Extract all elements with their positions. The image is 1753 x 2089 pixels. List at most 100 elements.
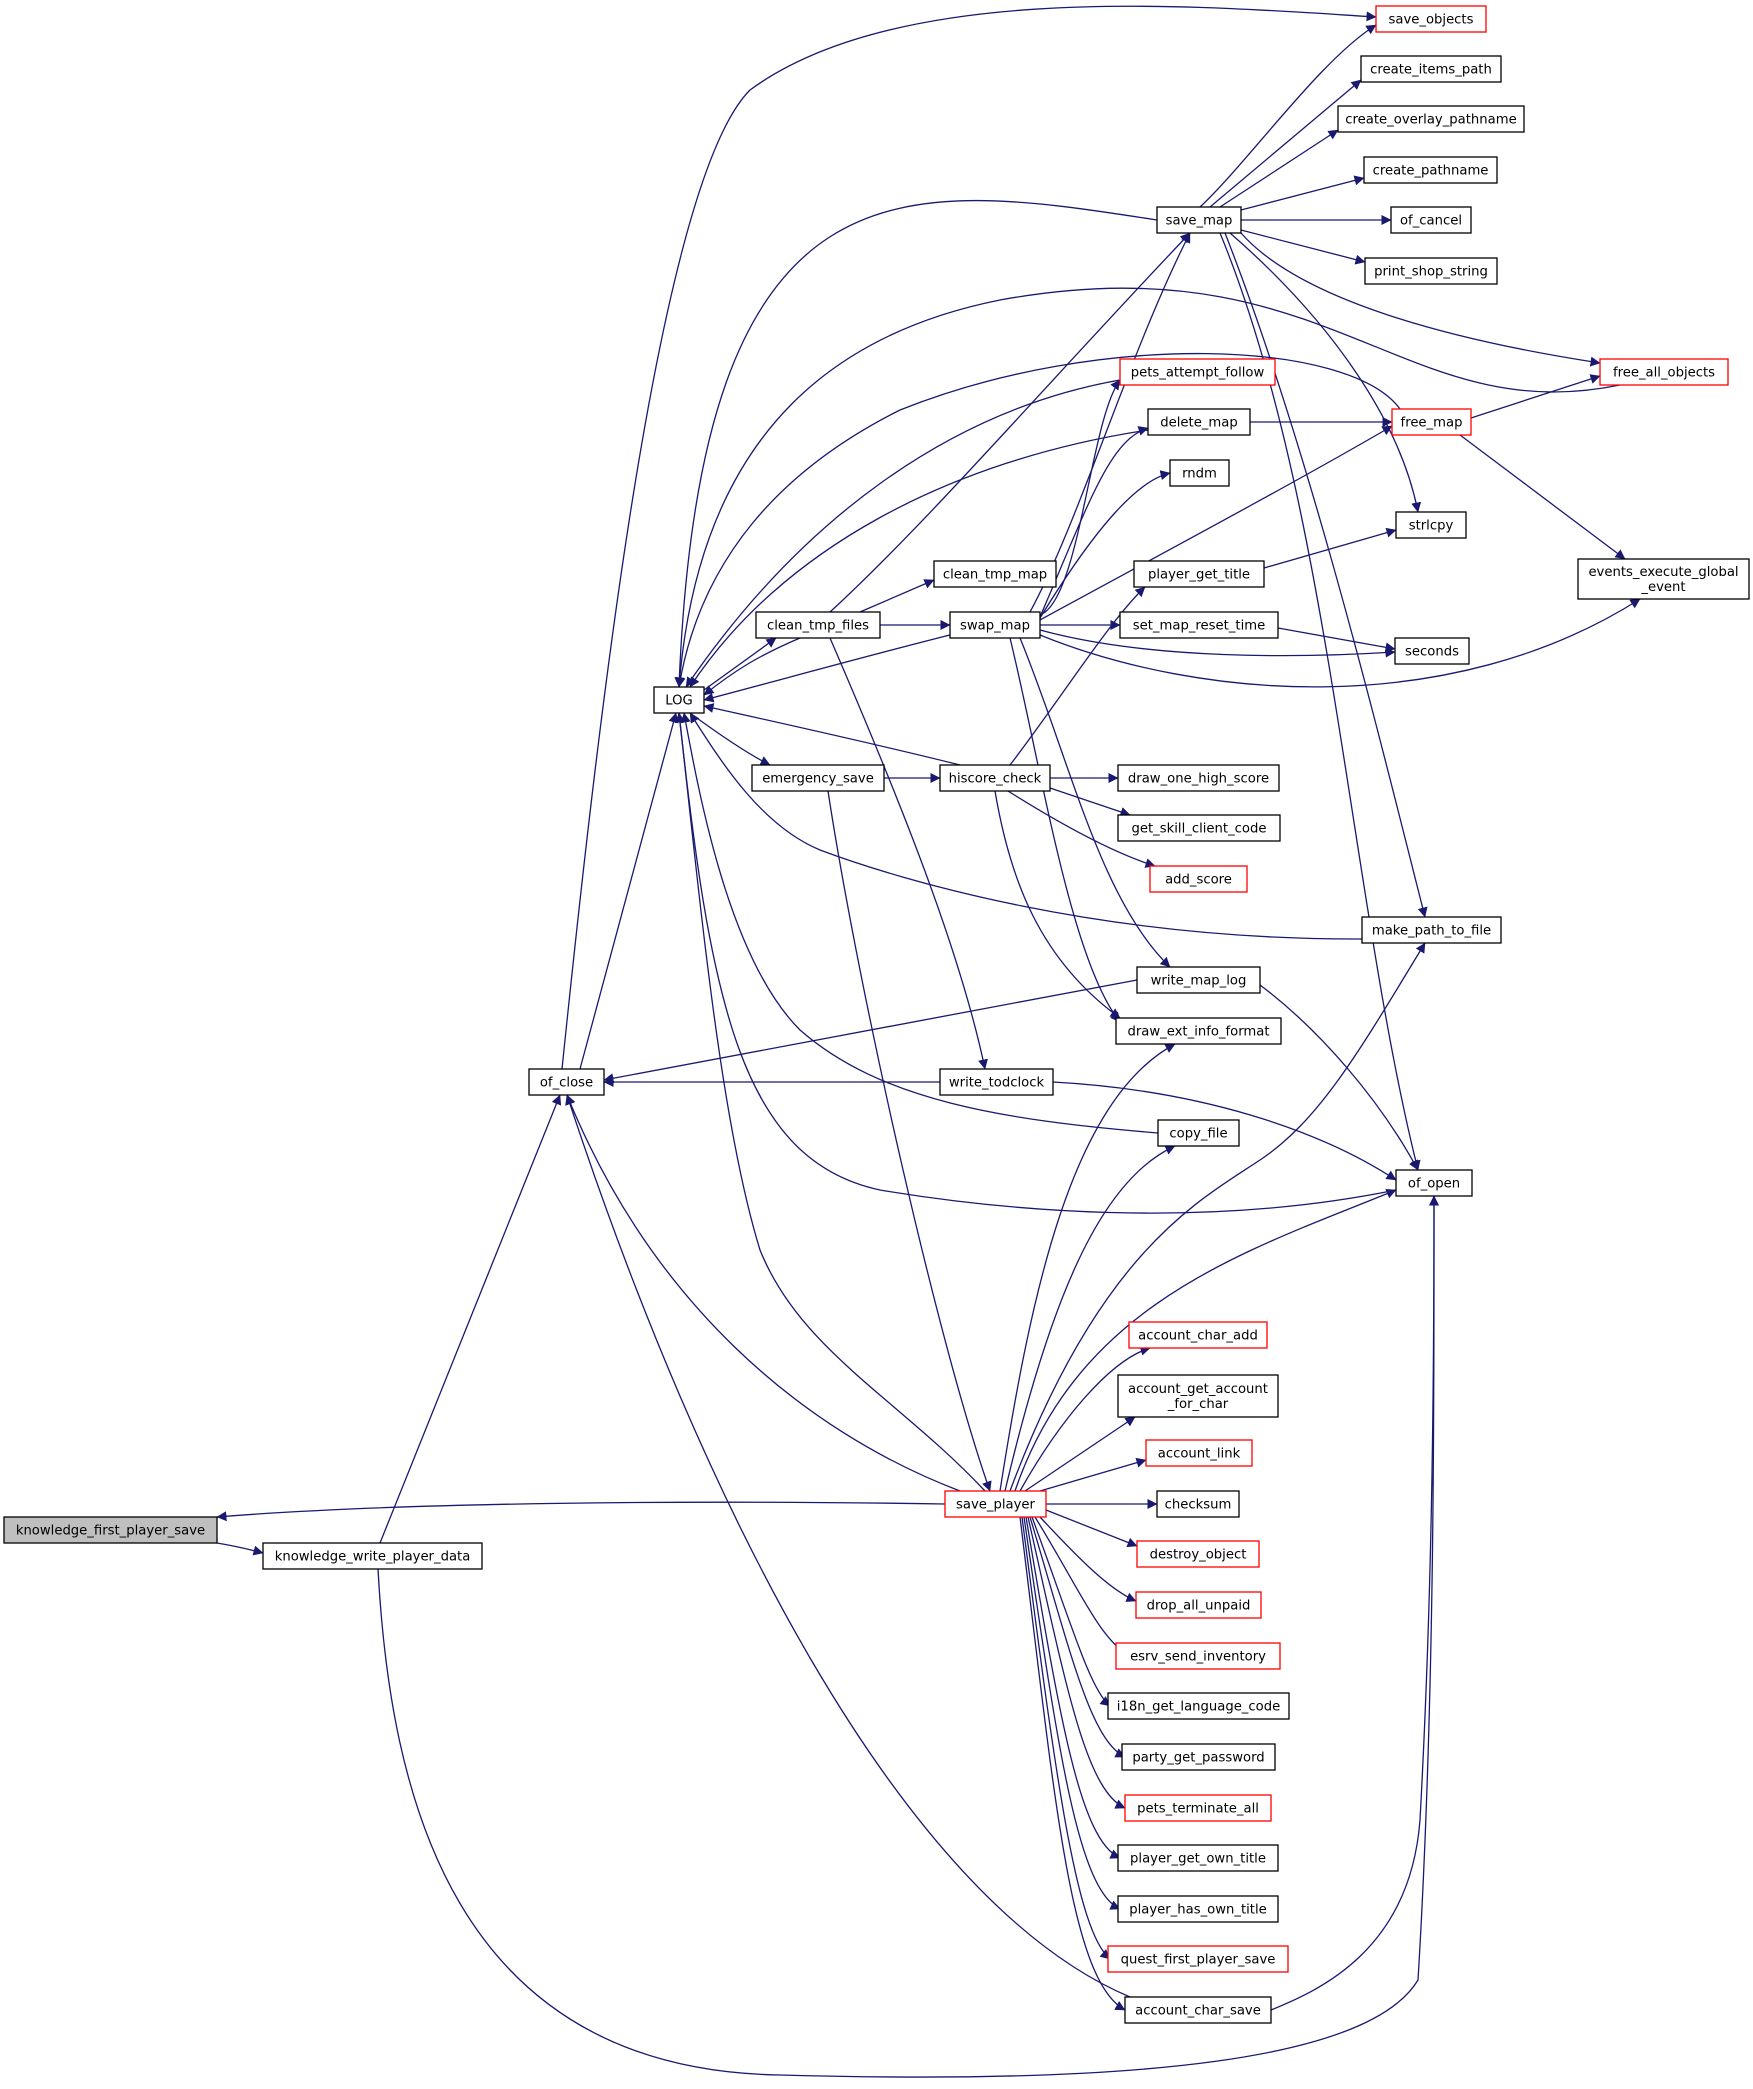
edge-save_player-to-quest_first_player_save: [1021, 1516, 1111, 1960]
node-save-map[interactable]: save_map: [1156, 206, 1242, 234]
node-set-map-reset-time[interactable]: set_map_reset_time: [1119, 611, 1279, 639]
edge-emergency_save-to-save_player: [827, 790, 992, 1492]
node-free-all-objects[interactable]: free_all_objects: [1599, 358, 1729, 386]
edge-account_char_save-to-of_open: [1270, 1195, 1439, 2011]
edge-save_player-to-player_has_own_title: [1023, 1516, 1121, 1910]
node-write-map-log[interactable]: write_map_log: [1136, 966, 1261, 994]
edge-knowledge_first_player_save-to-knowledge_write_player_data: [216, 1542, 264, 1556]
node-label: player_get_title: [1148, 568, 1250, 583]
edge-of_close-to-LOG: [579, 712, 679, 1070]
node-label: checksum: [1165, 1498, 1232, 1513]
edge-save_player-to-copy_file: [1004, 1145, 1176, 1492]
node-rndm[interactable]: rndm: [1169, 459, 1230, 487]
edge-pets_attempt_follow-to-LOG: [685, 379, 1121, 688]
node-label: player_get_own_title: [1130, 1852, 1266, 1867]
edge-free_map-to-events_execute_global_event: [1459, 434, 1626, 560]
node-of-open[interactable]: of_open: [1395, 1169, 1473, 1197]
node-label: create_items_path: [1370, 63, 1492, 78]
edge-clean_tmp_files-to-clean_tmp_map: [859, 579, 935, 613]
node-free-map[interactable]: free_map: [1391, 408, 1472, 436]
node-account-char-add[interactable]: account_char_add: [1128, 1321, 1268, 1349]
edge-hiscore_check-to-player_get_title: [1009, 586, 1146, 766]
node-create-pathname[interactable]: create_pathname: [1363, 156, 1498, 184]
node-party-get-password[interactable]: party_get_password: [1121, 1743, 1276, 1771]
edge-save_player-to-knowledge_first_player_save: [216, 1501, 946, 1522]
node-player-get-title[interactable]: player_get_title: [1133, 560, 1265, 588]
edge-save_map-to-free_all_objects: [1240, 232, 1601, 367]
node-label: account_get_account: [1128, 1382, 1268, 1397]
node-events-execute-global-event[interactable]: events_execute_global_event: [1577, 558, 1750, 600]
node-make-path-to-file[interactable]: make_path_to_file: [1361, 916, 1502, 944]
node-knowledge-write-player-data[interactable]: knowledge_write_player_data: [262, 1542, 483, 1570]
edge-save_player-to-LOG: [675, 712, 986, 1492]
node-label: make_path_to_file: [1372, 924, 1491, 939]
node-create-items-path[interactable]: create_items_path: [1360, 55, 1502, 83]
edge-save_player-to-make_path_to_file: [1009, 942, 1426, 1492]
node-clean-tmp-files[interactable]: clean_tmp_files: [755, 611, 881, 639]
node-pets-attempt-follow[interactable]: pets_attempt_follow: [1119, 358, 1276, 386]
edge-swap_map-to-LOG: [703, 634, 951, 703]
node-label: clean_tmp_files: [767, 619, 869, 634]
node-label: of_close: [540, 1076, 593, 1091]
edge-save_player-to-account_get_account_for_char: [1024, 1416, 1136, 1492]
node-draw-one-high-score[interactable]: draw_one_high_score: [1117, 764, 1280, 792]
node-drop-all-unpaid[interactable]: drop_all_unpaid: [1135, 1591, 1262, 1619]
node-get-skill-client-code[interactable]: get_skill_client_code: [1117, 814, 1281, 842]
node-pets-terminate-all[interactable]: pets_terminate_all: [1124, 1794, 1272, 1822]
node-quest-first-player-save[interactable]: quest_first_player_save: [1107, 1945, 1289, 1973]
node-save-player[interactable]: save_player: [944, 1490, 1047, 1518]
node-of-cancel[interactable]: of_cancel: [1390, 206, 1472, 234]
node-hiscore-check[interactable]: hiscore_check: [939, 764, 1051, 792]
node-seconds[interactable]: seconds: [1394, 637, 1470, 665]
node-draw-ext-info-format[interactable]: draw_ext_info_format: [1115, 1017, 1282, 1045]
edge-hiscore_check-to-draw_ext_info_format: [994, 790, 1121, 1019]
edge-save_map-to-create_items_path: [1209, 79, 1362, 208]
node-label: draw_ext_info_format: [1127, 1025, 1269, 1040]
node-label: copy_file: [1169, 1127, 1227, 1142]
edge-write_map_log-to-of_close: [603, 979, 1138, 1084]
node-copy-file[interactable]: copy_file: [1157, 1119, 1240, 1147]
node-checksum[interactable]: checksum: [1156, 1490, 1240, 1518]
node-delete-map[interactable]: delete_map: [1147, 408, 1251, 436]
edge-save_player-to-account_link: [1039, 1457, 1147, 1492]
edge-swap_map-to-seconds: [1039, 629, 1396, 658]
node-of-close[interactable]: of_close: [528, 1068, 605, 1096]
node-label: swap_map: [960, 619, 1030, 634]
node-print-shop-string[interactable]: print_shop_string: [1364, 257, 1498, 285]
node-strlcpy[interactable]: strlcpy: [1395, 511, 1467, 539]
node-account-char-save[interactable]: account_char_save: [1124, 1996, 1272, 2024]
node-label: destroy_object: [1150, 1548, 1247, 1563]
node-emergency-save[interactable]: emergency_save: [751, 764, 885, 792]
node-label: account_char_add: [1138, 1329, 1258, 1344]
node-label: of_cancel: [1400, 214, 1462, 229]
edge-clean_tmp_files-to-save_map: [829, 232, 1191, 613]
node-label: delete_map: [1160, 416, 1237, 431]
edge-save_map-to-print_shop_string: [1240, 229, 1366, 265]
node-create-overlay-pathname[interactable]: create_overlay_pathname: [1337, 105, 1525, 133]
node-player-get-own-title[interactable]: player_get_own_title: [1117, 1844, 1279, 1872]
node-account-get-account-for-char[interactable]: account_get_account_for_char: [1117, 1374, 1279, 1418]
node-knowledge-first-player-save[interactable]: knowledge_first_player_save: [3, 1516, 218, 1544]
node-i18n-get-language-code[interactable]: i18n_get_language_code: [1107, 1692, 1290, 1720]
node-account-link[interactable]: account_link: [1145, 1439, 1253, 1467]
node-label: hiscore_check: [949, 772, 1042, 787]
edge-set_map_reset_time-to-seconds: [1277, 627, 1396, 653]
node-clean-tmp-map[interactable]: clean_tmp_map: [933, 560, 1057, 588]
node-label: i18n_get_language_code: [1117, 1700, 1280, 1715]
edge-of_open-to-LOG: [675, 712, 1397, 1214]
node-swap-map[interactable]: swap_map: [949, 611, 1041, 639]
edge-save_map-to-of_open: [1219, 232, 1421, 1171]
node-label: save_map: [1166, 214, 1233, 229]
node-label: pets_attempt_follow: [1131, 366, 1265, 381]
edge-player_get_title-to-strlcpy: [1263, 527, 1397, 569]
edge-of_close-to-save_objects: [561, 5, 1377, 1070]
edge-save_map-to-strlcpy: [1229, 232, 1422, 513]
node-player-has-own-title[interactable]: player_has_own_title: [1117, 1895, 1279, 1923]
node-destroy-object[interactable]: destroy_object: [1136, 1540, 1260, 1568]
node-esrv-send-inventory[interactable]: esrv_send_inventory: [1115, 1642, 1281, 1670]
node-label: LOG: [665, 694, 692, 709]
node-add-score[interactable]: add_score: [1149, 865, 1248, 893]
node-LOG[interactable]: LOG: [653, 686, 705, 714]
node-save-objects[interactable]: save_objects: [1375, 5, 1487, 33]
node-write-todclock[interactable]: write_todclock: [939, 1068, 1054, 1096]
